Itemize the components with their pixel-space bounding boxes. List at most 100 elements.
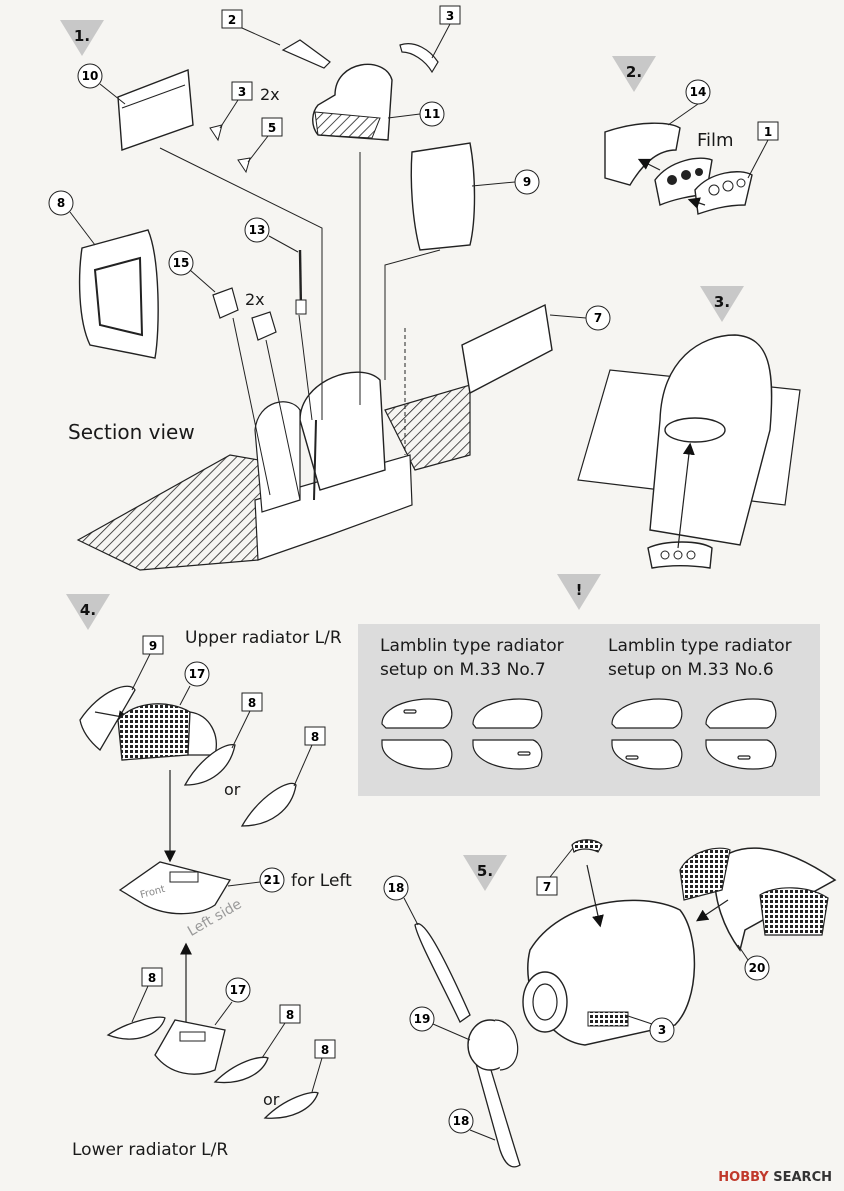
part-fairing-8c	[106, 1016, 166, 1040]
callout-17-upper: 17	[179, 661, 210, 706]
svg-text:14: 14	[690, 85, 707, 99]
callout-18-bottom: 18	[448, 1108, 496, 1141]
callout-3-step5: 3	[624, 1014, 675, 1043]
svg-text:15: 15	[173, 256, 190, 270]
section-view-label: Section view	[68, 420, 195, 444]
svg-text:9: 9	[149, 639, 157, 653]
part-frame-8	[78, 229, 159, 359]
upper-radiator-label: Upper radiator L/R	[185, 628, 342, 648]
svg-text:19: 19	[414, 1012, 431, 1026]
svg-text:8: 8	[248, 696, 256, 710]
svg-text:21: 21	[264, 873, 281, 887]
note-right-title-1: Lamblin type radiator	[608, 636, 792, 656]
callout-8-c: 8	[131, 967, 163, 1023]
svg-text:3: 3	[446, 9, 454, 23]
step-badge-2: 2.	[612, 56, 656, 92]
callout-20: 20	[737, 944, 770, 981]
note-right-title-2: setup on M.33 No.6	[608, 660, 774, 680]
callout-9-top: 9	[471, 169, 540, 195]
step1-section-view	[76, 147, 471, 571]
svg-text:10: 10	[82, 69, 99, 83]
callout-3-top: 3	[431, 5, 461, 59]
svg-text:3: 3	[658, 1023, 666, 1037]
callout-8-d: 8	[261, 1004, 301, 1059]
part-flap-9	[79, 685, 136, 751]
callout-7-top: 7	[549, 305, 611, 331]
svg-text:1: 1	[764, 125, 772, 139]
svg-text:17: 17	[230, 983, 247, 997]
part-instrument-panel	[117, 69, 194, 151]
hatched-section-left	[76, 454, 271, 571]
callout-8-top: 8	[48, 190, 96, 246]
part-plate-7	[461, 303, 553, 395]
svg-text:18: 18	[388, 881, 405, 895]
callout-17-lower: 17	[214, 977, 251, 1026]
svg-text:7: 7	[543, 880, 551, 894]
note-left-title-1: Lamblin type radiator	[380, 636, 564, 656]
step-badge-3: 3.	[700, 286, 744, 322]
part-fairing-8e	[263, 1091, 319, 1119]
svg-text:8: 8	[57, 196, 65, 210]
callout-13: 13	[244, 217, 299, 253]
callout-10: 10	[77, 63, 126, 105]
part-pedal-15a	[212, 287, 239, 319]
callout-19: 19	[409, 1006, 471, 1041]
multiplier-label-a: 2x	[260, 85, 280, 104]
part-pedal-3	[209, 124, 223, 142]
note-radiator-shapes	[381, 698, 777, 770]
step4-radiators	[79, 685, 319, 1119]
callout-14: 14	[667, 79, 711, 126]
callouts: 2 3 10 3 5 11 14 1 9 8 13 15 7 9 17 8 8 …	[48, 5, 779, 1141]
svg-text:3: 3	[238, 85, 246, 99]
svg-text:8: 8	[148, 971, 156, 985]
film-label: Film	[697, 130, 734, 151]
svg-text:8: 8	[286, 1008, 294, 1022]
callout-18-top: 18	[383, 875, 419, 926]
callout-2: 2	[221, 9, 281, 46]
part-control-stick	[295, 249, 307, 315]
part-back-panel-9	[410, 142, 476, 251]
svg-text:8: 8	[321, 1043, 329, 1057]
callout-8-b: 8	[293, 726, 326, 787]
callout-15: 15	[168, 250, 216, 293]
part-scoop-7	[571, 839, 603, 853]
or-label-a: or	[224, 780, 241, 799]
part-pedal-15b	[251, 311, 277, 341]
watermark-text: SEARCH	[773, 1170, 832, 1185]
svg-text:2: 2	[228, 13, 236, 27]
callout-9-step4: 9	[131, 635, 164, 691]
part-radiator-21	[118, 861, 232, 915]
svg-text:11: 11	[424, 107, 441, 121]
svg-text:17: 17	[189, 667, 206, 681]
or-label-b: or	[263, 1090, 280, 1109]
svg-text:9: 9	[523, 175, 531, 189]
step5-engine	[414, 839, 837, 1168]
svg-text:18: 18	[453, 1114, 470, 1128]
part-pedal-5	[237, 157, 251, 174]
svg-text:5: 5	[268, 121, 276, 135]
radiator-setup-note: Lamblin type radiator setup on M.33 No.7…	[358, 624, 820, 796]
callout-7-step5: 7	[536, 847, 574, 896]
part-fairing-8a	[183, 744, 236, 786]
step-badge-4: 4.	[66, 594, 110, 630]
step-badge-1: 1.	[60, 20, 104, 56]
callout-21: 21	[227, 867, 285, 893]
part-propeller-blade-lower	[474, 1059, 521, 1168]
part-radiator-17-lower	[154, 1019, 226, 1075]
svg-text:7: 7	[594, 311, 602, 325]
note-left-title-2: setup on M.33 No.7	[380, 660, 546, 680]
part-fairing-8b	[240, 782, 297, 827]
part-seat	[312, 63, 393, 141]
callout-5: 5	[247, 117, 283, 163]
step2-instruments	[604, 122, 753, 215]
svg-text:8: 8	[311, 730, 319, 744]
attention-badge: !	[557, 574, 601, 610]
svg-text:13: 13	[249, 223, 266, 237]
part-strap-2	[281, 39, 331, 69]
for-left-label: for Left	[291, 871, 352, 891]
step-badge-5: 5.	[463, 855, 507, 891]
seat-in-section	[299, 371, 386, 491]
step3-cockpit-top	[577, 334, 801, 569]
watermark: HOBBY SEARCH	[718, 1170, 832, 1185]
